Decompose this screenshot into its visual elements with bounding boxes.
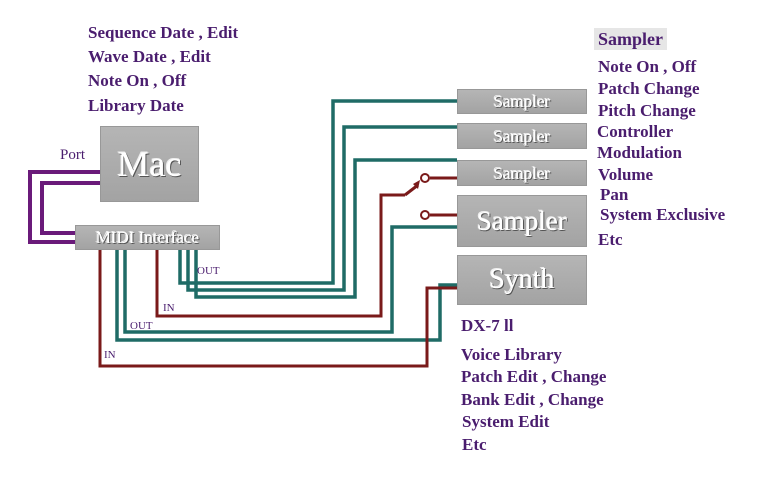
sampler-label: Sampler [477, 205, 567, 236]
mac-function-1: Sequence Date , Edit [88, 23, 239, 42]
midi-interface-label: MIDI Interface [95, 228, 200, 247]
synth-item-2: Patch Edit , Change [461, 367, 607, 386]
sampler-box-1: Sampler [457, 89, 587, 114]
sampler-item-4: Controller [597, 122, 674, 141]
synth-item-5: Etc [462, 435, 487, 454]
synth-box: Synth [457, 255, 587, 305]
sampler-item-5: Modulation [597, 143, 683, 162]
sampler-label: Sampler [493, 163, 551, 183]
selector-switch [404, 173, 430, 220]
in-label-mid: IN [163, 302, 175, 314]
out-label-low: OUT [130, 320, 153, 332]
sampler-box-2: Sampler [457, 123, 587, 149]
sampler-item-7: Pan [600, 185, 629, 204]
sampler-label: Sampler [493, 126, 551, 146]
synth-label: Synth [489, 264, 555, 295]
out-label-top: OUT [197, 265, 220, 277]
sampler-panel-title: Sampler [594, 28, 667, 50]
port-label: Port [60, 147, 86, 163]
in-label-low: IN [104, 349, 116, 361]
midi-out-lines [115, 99, 457, 342]
sampler-item-3: Pitch Change [598, 101, 696, 120]
mac-function-2: Wave Date , Edit [88, 47, 211, 66]
mac-function-3: Note On , Off [88, 71, 187, 90]
synth-item-3: Bank Edit , Change [461, 390, 604, 409]
mac-function-4: Library Date [88, 96, 184, 115]
sampler-item-6: Volume [598, 165, 654, 184]
mac-label: Mac [117, 144, 182, 184]
synth-item-4: System Edit [462, 412, 550, 431]
synth-panel-title: DX-7 ll [461, 316, 514, 335]
sampler-item-1: Note On , Off [598, 57, 697, 76]
synth-item-1: Voice Library [461, 345, 562, 364]
midi-interface-box: MIDI Interface [75, 225, 220, 250]
sampler-item-8: System Exclusive [600, 205, 726, 224]
sampler-item-9: Etc [598, 230, 623, 249]
midi-in-lines [98, 176, 457, 368]
sampler-box-3: Sampler [457, 160, 587, 186]
mac-midi-cable [28, 170, 100, 244]
sampler-item-2: Patch Change [598, 79, 700, 98]
mac-box: Mac [100, 126, 199, 202]
sampler-box-4: Sampler [457, 195, 587, 247]
sampler-label: Sampler [493, 92, 551, 111]
